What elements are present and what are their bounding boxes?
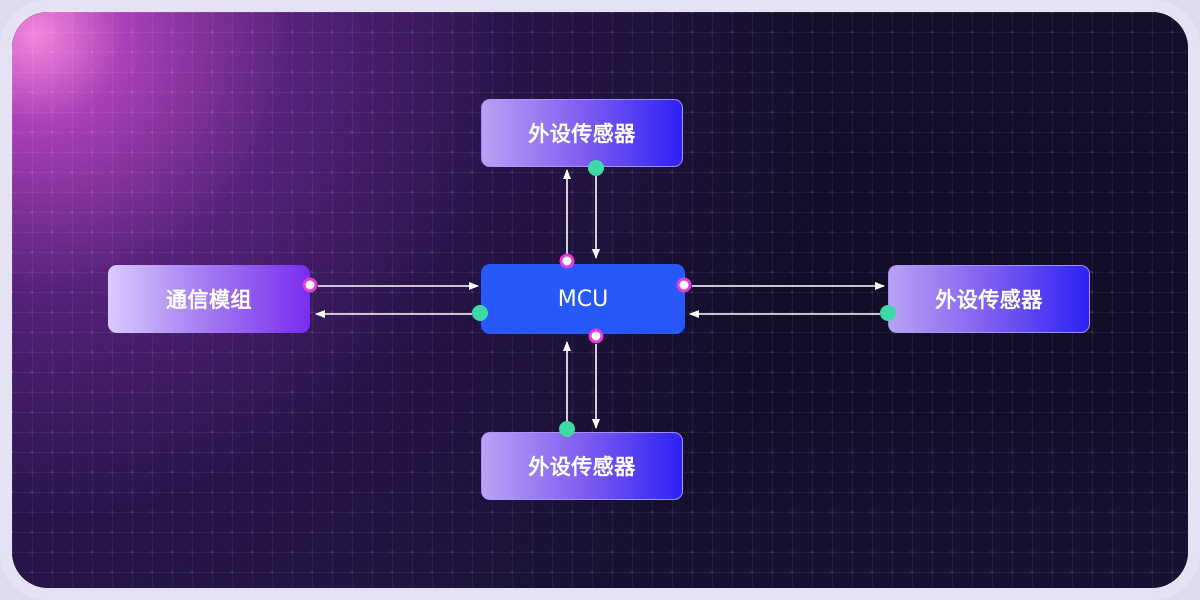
sensor-node-right-label: 外设传感器 bbox=[935, 288, 1043, 312]
mcu-label: MCU bbox=[557, 286, 609, 312]
sensor-node-bottom[interactable]: 外设传感器 bbox=[481, 432, 683, 500]
comm-module-node[interactable]: 通信模组 bbox=[108, 265, 310, 333]
sensor-node-bottom-label: 外设传感器 bbox=[528, 455, 636, 479]
sensor-node-right[interactable]: 外设传感器 bbox=[888, 265, 1090, 333]
comm-module-label: 通信模组 bbox=[166, 288, 252, 312]
mcu-node[interactable]: MCU bbox=[481, 264, 685, 334]
sensor-node-top-label: 外设传感器 bbox=[528, 122, 636, 146]
sensor-node-top[interactable]: 外设传感器 bbox=[481, 99, 683, 167]
